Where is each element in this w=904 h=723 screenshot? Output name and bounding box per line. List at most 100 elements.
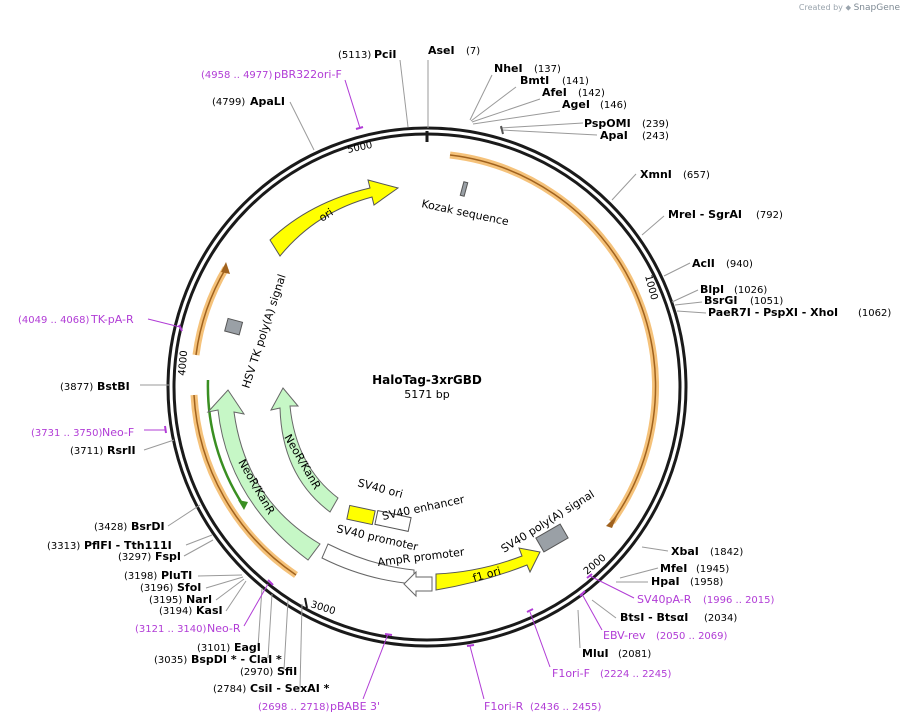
primer-neo-r: Neo-R (207, 622, 241, 635)
credit-prefix: Created by (798, 3, 843, 12)
primer-f1ori-r: F1ori-R (484, 700, 524, 713)
tick-5000: 5000 (346, 140, 373, 156)
site-btsi-btsai: BtsI - BtsαI (620, 611, 688, 624)
site-xbai: XbaI (671, 545, 699, 558)
site-blpi: BlpI (700, 283, 724, 296)
orf-left-upper-arrowhead (221, 262, 230, 274)
site-agei-pos: (146) (600, 100, 627, 111)
site-afei: AfeI (542, 86, 567, 99)
primer-ebv-rev: EBV-rev (603, 629, 646, 642)
site-apali: ApaLI (250, 95, 285, 108)
primer-pbr322ori-f-pos: (4958 .. 4977) (201, 70, 273, 81)
apai-tick (500, 125, 504, 135)
site-pcii-pos: (5113) (338, 50, 371, 61)
right-leaders (427, 60, 707, 649)
site-hpai: HpaI (651, 575, 680, 588)
f1-ori-label: f1 ori (471, 564, 502, 584)
neo-outer-line (206, 379, 245, 506)
site-sfii: SfiI (277, 665, 297, 678)
primer-f1ori-r-pos: (2436 .. 2455) (530, 702, 602, 713)
primer-tk-pa-r: TK-pA-R (90, 313, 134, 326)
site-fspi-pos: (3297) (118, 552, 151, 563)
site-paer7i-pspxi-xhoi-pos: (1062) (858, 308, 891, 319)
site-bstbi-pos: (3877) (60, 382, 93, 393)
site-mrei-sgrai-pos: (792) (756, 210, 783, 221)
site-agei: AgeI (562, 98, 590, 111)
neokan-outer-arrow (206, 389, 321, 561)
kozak-label: Kozak sequence (420, 197, 510, 228)
site-pluti-pos: (3198) (124, 571, 157, 582)
site-bsrdi-pos: (3428) (94, 522, 127, 533)
right-site-labels: AseI (7) NheI (137) BmtI (141) AfeI (142… (428, 44, 891, 660)
site-bmti: BmtI (520, 74, 549, 87)
plasmid-name: HaloTag-3xrGBD (372, 373, 482, 387)
snapgene-logo-icon: ⬥ (845, 3, 852, 12)
site-btsi-btsai-pos: (2034) (704, 613, 737, 624)
site-apali-pos: (4799) (212, 97, 245, 108)
site-pflfi-tth111i-pos: (3313) (47, 541, 80, 552)
site-xbai-pos: (1842) (710, 547, 743, 558)
site-mfei: MfeI (660, 562, 687, 575)
orf-right-arrowhead (606, 514, 618, 528)
site-bspdi-clai-pos: (3035) (154, 655, 187, 666)
site-eagi: EagI (234, 641, 261, 654)
primer-labels: (4958 .. 4977) pBR322ori-F (4049 .. 4068… (18, 68, 775, 713)
primer-neo-f-pos: (3731 .. 3750) (31, 428, 103, 439)
site-pcii: PciI (374, 48, 396, 61)
snapgene-credit: Created by ⬥ SnapGene (799, 3, 900, 13)
tick-4000: 4000 (177, 350, 190, 376)
site-bstbi: BstBI (97, 380, 130, 393)
sv40-polya-box (535, 523, 569, 553)
site-sfii-pos: (2970) (240, 667, 273, 678)
orf-left-lower-line (193, 394, 297, 576)
primer-f1ori-f: F1ori-F (552, 667, 590, 680)
site-rsrii: RsrII (107, 444, 136, 457)
backbone-outer-ring (166, 126, 688, 648)
site-asei-pos: (7) (466, 46, 480, 57)
site-bsrgi: BsrGI (704, 294, 737, 307)
primer-sv40pa-r-pos: (1996 .. 2015) (703, 595, 775, 606)
tick-2000: 2000 (582, 553, 609, 578)
site-kasi-pos: (3194) (159, 606, 192, 617)
orf-left-upper-line (195, 267, 227, 356)
site-blpi-pos: (1026) (734, 285, 767, 296)
site-csii-sexai: CsiI - SexAI * (250, 682, 330, 695)
orf-left-upper-highlight (192, 266, 230, 356)
primer-tk-pa-r-pos: (4049 .. 4068) (18, 315, 90, 326)
sv40-promoter-arrow (321, 543, 415, 585)
site-sfoi: SfoI (177, 581, 201, 594)
primer-marks (144, 79, 635, 700)
site-xmni: XmnI (640, 168, 672, 181)
ampr-promoter-arrow (403, 570, 433, 598)
primer-neo-r-pos: (3121 .. 3140) (135, 624, 207, 635)
hsv-tk-polya-label: HSV TK poly(A) signal (239, 273, 288, 390)
site-nari-pos: (3195) (149, 595, 182, 606)
site-eagi-pos: (3101) (197, 643, 230, 654)
site-xmni-pos: (657) (683, 170, 710, 181)
site-afei-pos: (142) (578, 88, 605, 99)
primer-f1ori-f-pos: (2224 .. 2245) (600, 669, 672, 680)
kozak-marker (459, 181, 469, 197)
neokan-inner-arrow (270, 387, 339, 513)
sv40-ori-box (346, 504, 376, 526)
f1-ori-arrow (435, 547, 541, 591)
primer-pbr322ori-f: pBR322ori-F (274, 68, 342, 81)
primer-pbabe3: pBABE 3' (330, 700, 380, 713)
site-acli-pos: (940) (726, 259, 753, 270)
primer-sv40pa-r: SV40pA-R (637, 593, 692, 606)
site-apai: ApaI (600, 129, 628, 142)
primer-ebv-rev-pos: (2050 .. 2069) (656, 631, 728, 642)
neo-outer-arrowhead (238, 500, 248, 510)
primer-pbabe3-pos: (2698 .. 2718) (258, 702, 330, 713)
primer-neo-f: Neo-F (102, 426, 134, 439)
ampr-promoter-label: AmpR promoter (377, 545, 466, 569)
site-rsrii-pos: (3711) (70, 446, 103, 457)
site-sfoi-pos: (3196) (140, 583, 173, 594)
site-asei: AseI (428, 44, 455, 57)
site-kasi: KasI (196, 604, 223, 617)
plasmid-length: 5171 bp (404, 388, 449, 401)
orf-right-line (449, 154, 657, 523)
site-pluti: PluTI (161, 569, 192, 582)
site-mfei-pos: (1945) (696, 564, 729, 575)
